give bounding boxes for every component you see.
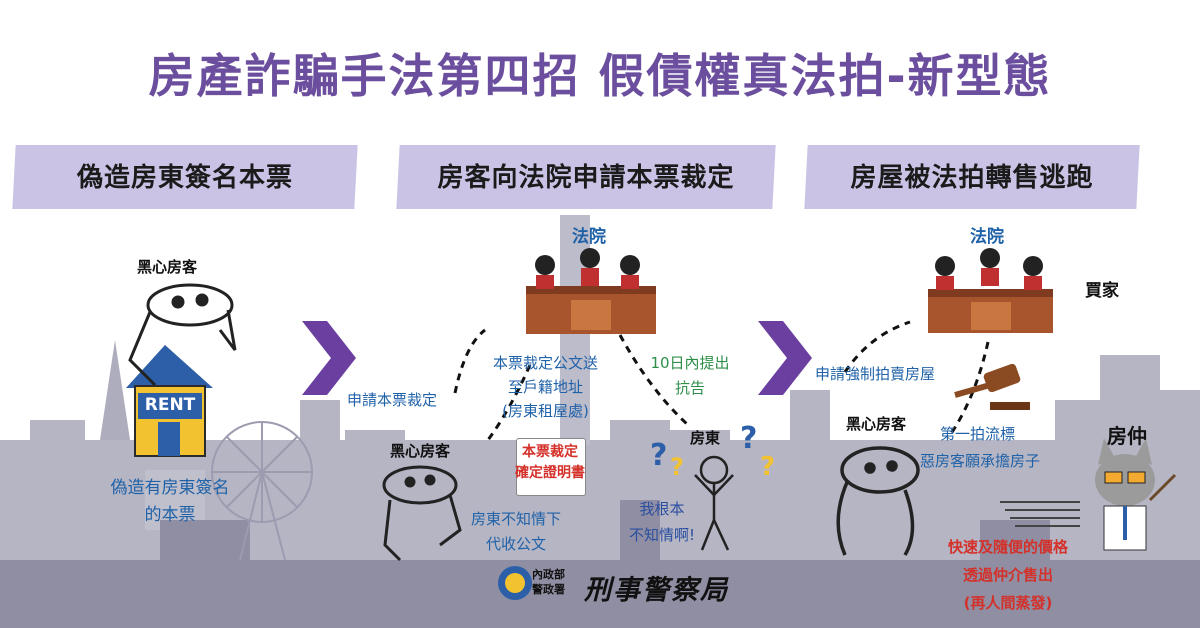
arrow-down-first [946, 341, 990, 439]
panel1-caption-line2: 的本票 [144, 505, 196, 525]
gavel-icon [954, 363, 1030, 410]
speed-lines [1000, 501, 1080, 527]
chevron-right-icon-2 [758, 321, 812, 395]
panel2-apply-label: 申請本票裁定 [347, 391, 438, 409]
panel2-appeal-line2: 抗告 [674, 379, 705, 397]
panel3-sale-line3: (再人間蒸發) [963, 594, 1053, 612]
panel1-tenant-label: 黑心房客 [137, 258, 198, 276]
panel3-agent-label: 房仲 [1107, 424, 1147, 448]
panel2-notice-line1: 本票裁定公文送 [492, 354, 598, 372]
page-title: 房產詐騙手法第四招 假債權真法拍-新型態 [148, 49, 1052, 103]
arrow-up-auction [843, 320, 911, 373]
rent-sign: RENT [144, 395, 196, 415]
landlord-figure [694, 455, 734, 551]
logo-agency-small-2: 警政署 [532, 583, 565, 596]
city-skyline-dark [0, 500, 1200, 628]
step-label-3: 房屋被法拍轉售逃跑 [850, 163, 1094, 193]
panel2-landlord-label: 房東 [690, 429, 721, 447]
panel2-receive-line2: 代收公文 [485, 535, 546, 553]
certificate-document [516, 438, 586, 496]
arrow-up-apply [453, 328, 486, 394]
tenant-figure-3 [836, 446, 920, 556]
panel3-buyer-label: 買家 [1085, 281, 1119, 301]
question-icon-4: ? [670, 453, 684, 481]
panel1-caption-line1: 偽造有房東簽名 [110, 478, 230, 498]
question-icon-2: ? [740, 421, 757, 456]
panel3-sale-line1: 快速及隨便的價格 [947, 538, 1068, 556]
panel2-receive-line1: 房東不知情下 [470, 510, 561, 528]
logo-agency-small-1: 內政部 [532, 568, 565, 581]
panel3-auction-label: 申請強制拍賣房屋 [815, 365, 936, 383]
question-icon-3: ? [760, 452, 775, 482]
panel3-tenant-label: 黑心房客 [846, 415, 907, 433]
court-bench-2 [928, 248, 1053, 333]
panel2-unaware-line1: 我根本 [639, 500, 685, 518]
agent-cat-icon [1095, 438, 1177, 551]
arrow-down-notice [486, 364, 532, 441]
panel2-court-label: 法院 [572, 227, 606, 247]
panel3-first-round-line1: 第一拍流標 [940, 425, 1016, 443]
panel2-unaware-line2: 不知情啊! [628, 526, 695, 544]
ferris-wheel [211, 421, 313, 561]
tenant-figure-2 [382, 465, 462, 562]
panel2-cert-line2: 確定證明書 [515, 465, 585, 481]
chevron-right-icon [302, 321, 356, 395]
tenant-figure-1 [128, 283, 237, 387]
question-icon: ? [650, 438, 667, 473]
panel3-sale-line2: 透過仲介售出 [962, 566, 1053, 584]
panel2-cert-line1: 本票裁定 [522, 444, 578, 460]
panel2-notice-line3: (房東租屋處) [502, 402, 589, 420]
logo-agency-name: 刑事警察局 [584, 575, 729, 606]
step-label-2: 房客向法院申請本票裁定 [437, 163, 735, 193]
panel3-first-round-line2: 惡房客願承擔房子 [920, 452, 1041, 470]
panel2-tenant-label: 黑心房客 [390, 442, 451, 460]
court-bench-1 [526, 248, 656, 334]
panel2-appeal-line1: 10日內提出 [650, 354, 730, 372]
police-emblem-icon [498, 566, 532, 600]
step-label-1: 偽造房東簽名本票 [76, 163, 293, 193]
panel2-notice-line2: 至戶籍地址 [507, 378, 583, 396]
panel3-court-label: 法院 [970, 227, 1004, 247]
